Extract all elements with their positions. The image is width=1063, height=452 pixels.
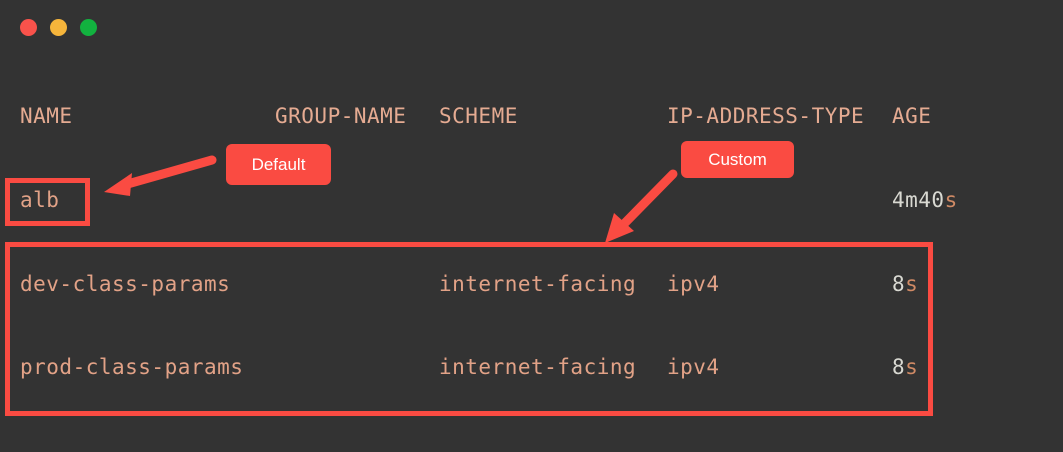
age-unit: s — [905, 355, 919, 379]
column-header-scheme: SCHEME — [439, 104, 518, 128]
minimize-button[interactable] — [50, 19, 67, 36]
age-value: 4m40 — [892, 188, 945, 212]
close-button[interactable] — [20, 19, 37, 36]
table-row: 8s — [892, 355, 918, 379]
table-row: 4m40s — [892, 188, 958, 212]
age-value: 8 — [892, 272, 906, 296]
terminal-output[interactable]: NAME GROUP-NAME SCHEME IP-ADDRESS-TYPE A… — [0, 58, 1063, 452]
table-row: prod-class-params — [20, 355, 244, 379]
column-header-ip-address-type: IP-ADDRESS-TYPE — [667, 104, 865, 128]
age-unit: s — [905, 272, 919, 296]
table-row: ipv4 — [667, 272, 720, 296]
age-value: 8 — [892, 355, 906, 379]
column-header-group-name: GROUP-NAME — [275, 104, 407, 128]
table-row: internet-facing — [439, 272, 637, 296]
maximize-button[interactable] — [80, 19, 97, 36]
table-row: alb — [20, 188, 60, 212]
table-row: 8s — [892, 272, 918, 296]
table-row: internet-facing — [439, 355, 637, 379]
window-titlebar — [0, 0, 1063, 58]
table-row: dev-class-params — [20, 272, 231, 296]
age-unit: s — [944, 188, 958, 212]
column-header-name: NAME — [20, 104, 73, 128]
table-row: ipv4 — [667, 355, 720, 379]
column-header-age: AGE — [892, 104, 932, 128]
